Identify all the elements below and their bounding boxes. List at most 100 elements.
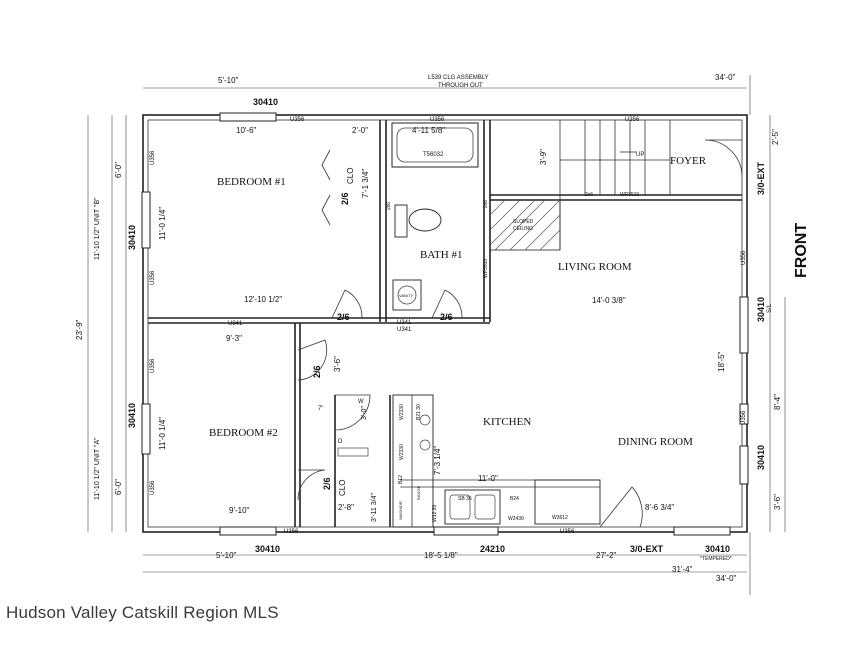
- dim-hall-d: 3'-6": [333, 356, 342, 372]
- sink-code: SB 36: [458, 496, 472, 502]
- window-code-bottom-2: 24210: [480, 544, 505, 554]
- dim-top-right: 34'-0": [715, 73, 736, 82]
- b12-code: B12: [398, 475, 404, 484]
- u356-top-3: U356: [625, 117, 640, 123]
- sloped-label-2: CEILING: [513, 226, 533, 232]
- top-annotations: L539 CLG ASSEMBLY THROUGH OUT 5'-10" 34'…: [218, 73, 780, 195]
- room-bedroom-1: BEDROOM #1: [217, 176, 286, 188]
- dim-bottom-mid: 18'-5 1/8": [424, 551, 458, 560]
- wp3510-a: WP3510: [620, 192, 639, 198]
- window-code-left-2: 30410: [127, 403, 137, 428]
- u341-2: U341: [397, 320, 412, 326]
- door-2-6-a: 2/6: [337, 312, 350, 322]
- u356-top-2: U356: [430, 117, 445, 123]
- sl-code: S/L: [767, 303, 773, 313]
- b24-code: B24: [510, 496, 519, 502]
- dryer-d: D: [338, 439, 343, 445]
- pantry-d: 7'-3 1/4": [433, 446, 442, 475]
- room-labels: BEDROOM #1 BEDROOM #2 BATH #1 LIVING ROO…: [209, 155, 810, 496]
- bath-fixtures: T56032 VANITY: [391, 122, 479, 311]
- left-annotations: 23'-9" 11'-10 1/2" UNIT "B" 11'-10 1/2" …: [75, 150, 167, 500]
- dim-closet2-d: 3'-11 3/4": [371, 492, 378, 522]
- window-code-bottom-3: 30410: [705, 544, 730, 554]
- wp3510-b: WP3510: [483, 259, 489, 278]
- dim-seven: 7": [318, 406, 323, 412]
- door-2-6-c: 2/6: [340, 192, 350, 205]
- dim-closet1-d: 7'-1 3/4": [361, 169, 370, 198]
- dim-bottom-r2: 31'-4": [672, 565, 693, 574]
- dim-living-w: 14'-0 3/8": [592, 296, 626, 305]
- wash-dr-code: WASH/DR: [398, 501, 403, 520]
- closet-1-label: CLO: [346, 168, 355, 184]
- window-code-top: 30410: [253, 97, 278, 107]
- room-bath-1: BATH #1: [420, 249, 462, 261]
- u356-bottom-1: U356: [284, 529, 299, 535]
- mls-watermark: Hudson Valley Catskill Region MLS: [6, 603, 279, 622]
- dim-left-b-top: 6'-0": [114, 162, 123, 178]
- floor-plan-drawing: UP SLOPED CEILING T56032: [75, 73, 810, 595]
- doors: [297, 139, 743, 528]
- dim-closet2: 2'-8": [338, 503, 354, 512]
- u341-1: U341: [228, 321, 243, 327]
- window-code-right-2: 30410: [756, 445, 766, 470]
- b2130-code: B21 30: [416, 404, 422, 420]
- sloped-label-1: SLOPED: [513, 219, 534, 225]
- room-kitchen: KITCHEN: [483, 416, 531, 428]
- sloped-ceiling: SLOPED CEILING: [489, 199, 561, 251]
- u356-left-3: U356: [150, 358, 156, 373]
- staircase: UP: [560, 120, 670, 195]
- u356-left-2: U356: [150, 270, 156, 285]
- dim-door-d: 8'-6 3/4": [645, 503, 674, 512]
- dim-bed2-depth: 11'-0 1/4": [158, 417, 167, 450]
- door-2-6-e: 2/6: [322, 477, 332, 490]
- dim-bed1-depth: 11'-0 1/4": [158, 207, 167, 240]
- w2430-code: W2430: [508, 516, 524, 522]
- right-annotations: 30410 S/L 30410 18'-5" 8'-4" 3'-6": [717, 297, 782, 510]
- w1230-code: W12 30: [432, 505, 438, 522]
- ceiling-note-2: THROUGH OUT: [438, 83, 483, 89]
- room-dining: DINING ROOM: [618, 436, 693, 448]
- ceiling-note-1: L539 CLG ASSEMBLY: [428, 75, 489, 81]
- windows: [141, 112, 749, 536]
- bottom-annotations: U356 U356 30410 24210 3/0-EXT 30410 *TEM…: [216, 529, 737, 583]
- dimension-lines: [87, 75, 786, 595]
- dim-bed1-length: 12'-10 1/2": [244, 295, 282, 304]
- tub-code: T56032: [423, 152, 444, 158]
- window-code-bottom-1: 30410: [255, 544, 280, 554]
- dim-overall-height: 23'-9": [75, 319, 84, 340]
- door-2-6-d: 2/6: [312, 365, 322, 378]
- door-2-6-b: 2/6: [440, 312, 453, 322]
- w3612-code: W3612: [552, 515, 568, 521]
- twobysix-2: 2x6: [483, 200, 489, 208]
- w2330-code-b: W2330: [399, 444, 405, 460]
- dim-closet1-w: 2'-0": [352, 126, 368, 135]
- u356-top-1: U356: [290, 117, 305, 123]
- dim-foyer-w: 2'-5": [771, 129, 780, 145]
- u341-3: U341: [397, 327, 412, 333]
- dim-right-mid: 8'-4": [773, 394, 782, 410]
- dim-bottom-r1: 27'-2": [596, 551, 617, 560]
- dim-right-lower: 3'-6": [773, 494, 782, 510]
- u356-right-2: U356: [741, 410, 747, 425]
- dim-bed2-bottom: 9'-10": [229, 506, 250, 515]
- room-living: LIVING ROOM: [558, 261, 632, 273]
- dim-tub-w: 4'-11 5/8": [412, 126, 445, 135]
- door-ext-1: 3/0-EXT: [756, 161, 766, 195]
- dim-kitchen-w: 11'-0": [478, 474, 498, 483]
- front-label: FRONT: [793, 223, 810, 278]
- range-code: RANGE: [416, 485, 421, 500]
- dim-bottom-left: 5'-10": [216, 551, 237, 560]
- dim-right-upper: 18'-5": [717, 351, 726, 372]
- dim-stair-d: 3'-9": [539, 149, 548, 165]
- dim-top-left: 5'-10": [218, 76, 239, 85]
- u356-left-4: U356: [150, 480, 156, 495]
- u356-right-1: U356: [741, 250, 747, 265]
- interior-annotations: 12'-10 1/2" U341 U341 U341 9'-3" 2/6 2/6…: [226, 169, 747, 522]
- dim-unit-a: 11'-10 1/2" UNIT "A": [94, 437, 101, 500]
- u356-bottom-2: U356: [560, 529, 575, 535]
- stair-up-label: UP: [636, 152, 644, 158]
- door-ext-2: 3/0-EXT: [630, 544, 664, 554]
- twobysix-1: 2x6: [386, 202, 392, 210]
- kitchen-cabinets: [337, 394, 601, 528]
- vanity-code: VANITY: [399, 293, 413, 298]
